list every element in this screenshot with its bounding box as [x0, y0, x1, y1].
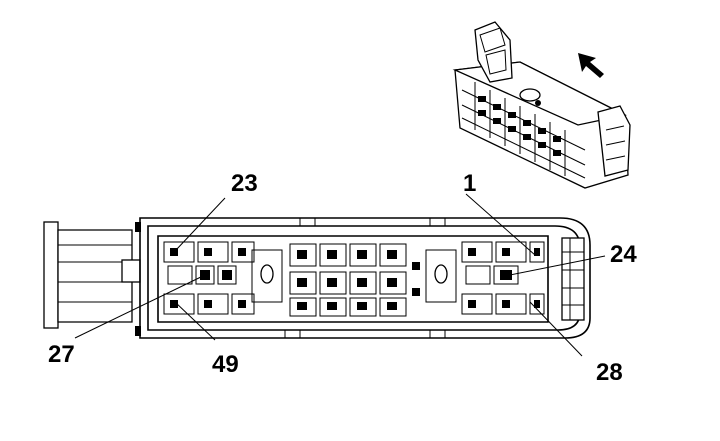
arrow-up-left-icon	[578, 53, 604, 78]
leader-line-1	[465, 193, 536, 256]
leader-line-28	[529, 301, 583, 357]
terminal-block-center	[289, 243, 420, 317]
leader-line-27	[74, 274, 206, 339]
leader-line-49	[174, 301, 216, 341]
pin-label-23: 23	[231, 170, 258, 197]
leader-lines	[74, 193, 606, 357]
pin-label-1: 1	[463, 170, 476, 197]
terminal-row-bottom	[163, 293, 545, 315]
connector-latch	[561, 237, 585, 321]
leader-line-23	[175, 197, 226, 251]
pin-label-24: 24	[610, 241, 637, 268]
terminal-row-top	[163, 241, 545, 263]
connector-face-view	[43, 217, 591, 339]
pin-label-28: 28	[596, 359, 623, 386]
pin-label-27: 27	[48, 341, 75, 368]
leader-line-24	[504, 255, 606, 277]
connector-3d-view	[452, 21, 631, 189]
pin-label-49: 49	[212, 351, 239, 378]
connector-boot	[43, 221, 141, 329]
